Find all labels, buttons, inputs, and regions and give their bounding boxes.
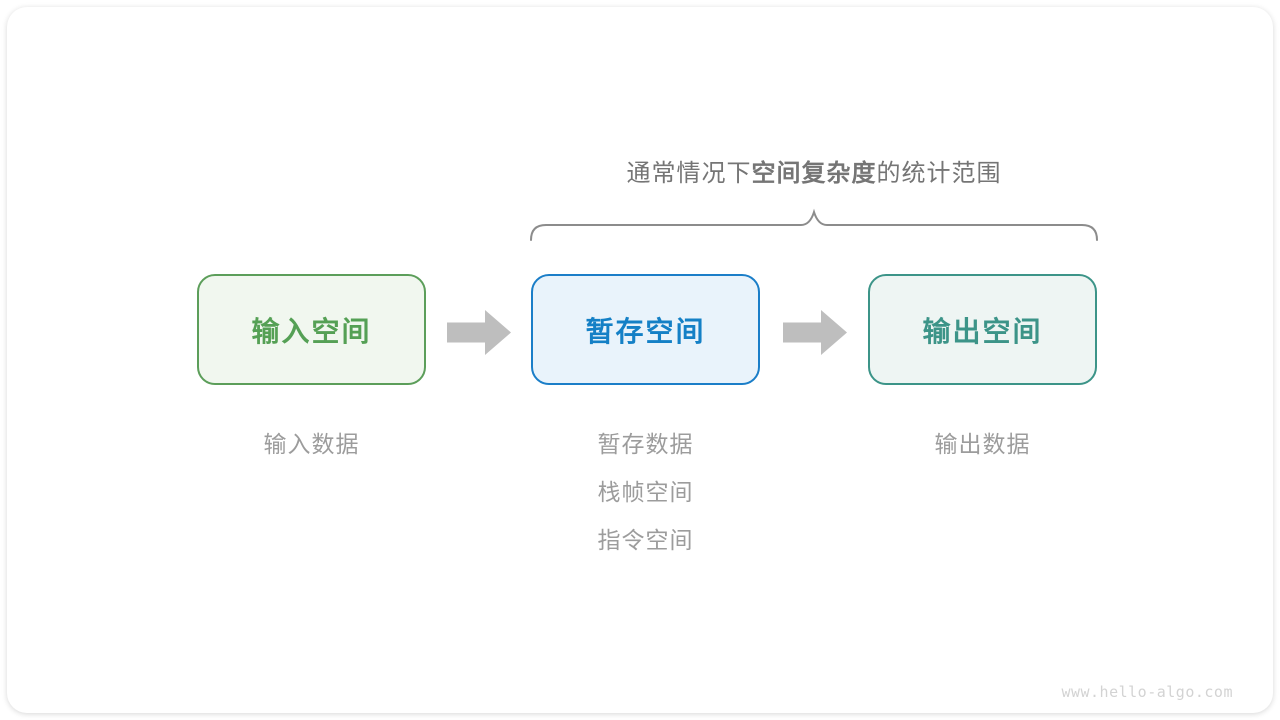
annotation-title: 通常情况下空间复杂度的统计范围 (531, 153, 1097, 188)
annotation-title-suffix: 的统计范围 (876, 160, 1002, 187)
box-temporary-space: 暂存空间 (531, 274, 760, 385)
box-temporary-space-label: 暂存空间 (585, 315, 706, 347)
caption-line: 输出数据 (934, 431, 1031, 457)
caption-input-space: 输入数据 (197, 420, 426, 468)
caption-temporary-space: 暂存数据 栈帧空间 指令空间 (531, 420, 760, 564)
annotation-title-prefix: 通常情况下 (626, 160, 752, 187)
box-input-space-label: 输入空间 (251, 315, 372, 347)
arrow-right-icon (783, 310, 847, 355)
watermark-url: www.hello-algo.com (1061, 683, 1233, 701)
caption-output-space: 输出数据 (868, 420, 1097, 468)
arrow-right-icon (447, 310, 511, 355)
caption-line: 暂存数据 (597, 431, 694, 457)
curly-brace (530, 208, 1098, 241)
diagram-card: 通常情况下空间复杂度的统计范围 输入空间 暂存空间 输出空间 输入数据 暂存数据… (7, 7, 1273, 713)
box-output-space: 输出空间 (868, 274, 1097, 385)
annotation-title-bold: 空间复杂度 (751, 160, 877, 187)
box-output-space-label: 输出空间 (922, 315, 1043, 347)
caption-line: 输入数据 (263, 431, 360, 457)
box-input-space: 输入空间 (197, 274, 426, 385)
caption-line: 栈帧空间 (597, 479, 694, 505)
caption-line: 指令空间 (597, 527, 694, 553)
